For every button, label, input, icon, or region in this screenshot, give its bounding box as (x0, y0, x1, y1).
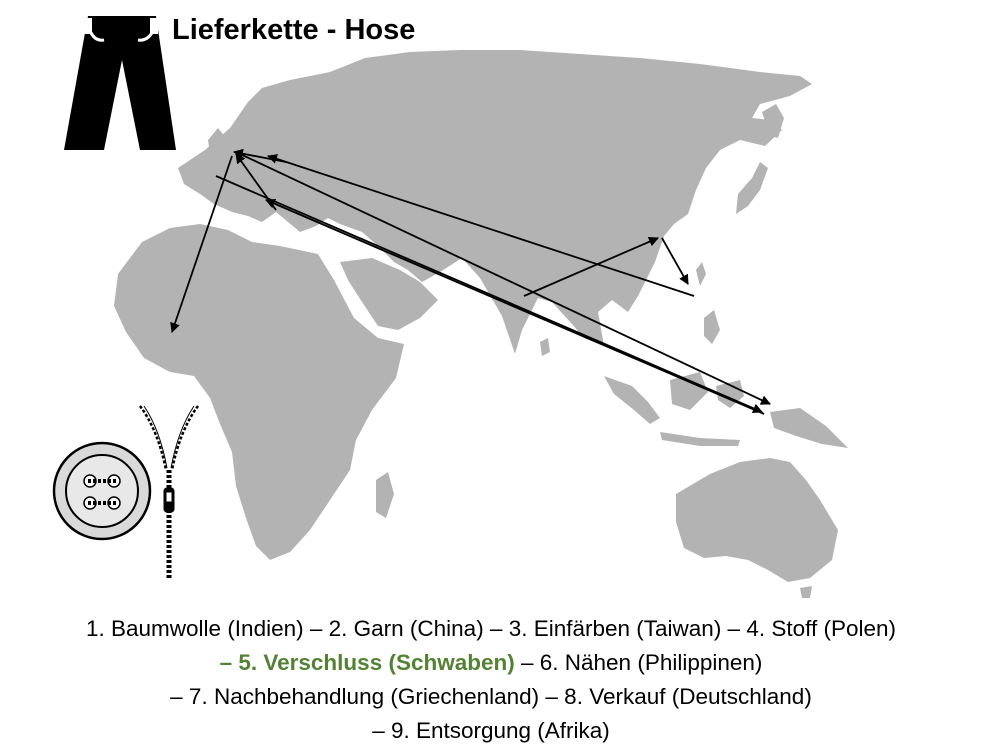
route-arrows (170, 148, 771, 415)
tasmania (800, 586, 812, 598)
trousers-icon (64, 16, 176, 150)
highlighted-step-verschluss: – 5. Verschluss (Schwaben) (219, 650, 515, 675)
new-guinea (770, 408, 848, 448)
arrow-philippines-to-greece (265, 198, 765, 415)
zipper-icon (138, 405, 200, 580)
australia (676, 458, 838, 582)
indonesia (604, 372, 744, 446)
arabian-peninsula (340, 258, 438, 330)
arrow-schwaben-to-philippines (235, 151, 771, 405)
steps-line-2: – 5. Verschluss (Schwaben) – 6. Nähen (P… (0, 646, 982, 680)
sri-lanka (540, 338, 550, 356)
steps-line-3: – 7. Nachbehandlung (Griechenland) – 8. … (170, 684, 812, 709)
page-title: Lieferkette - Hose (172, 14, 416, 46)
far-east-island (762, 104, 784, 138)
philippines (704, 310, 720, 344)
arrow-europe-to-philippines-extra (215, 175, 763, 414)
steps-line-2-rest: – 6. Nähen (Philippinen) (514, 650, 763, 675)
africa (114, 224, 404, 560)
world-map (114, 50, 848, 598)
arrow-greece-to-germany (235, 153, 277, 211)
madagascar (376, 472, 394, 518)
taiwan (696, 262, 706, 286)
eurasia-landmass (178, 50, 812, 354)
arrow-india-to-china (523, 236, 659, 297)
japan (736, 162, 768, 214)
steps-line-4: – 9. Entsorgung (Afrika) (372, 718, 610, 743)
british-isles (208, 128, 226, 154)
scandinavia (244, 86, 300, 142)
arrow-taiwan-to-poland (267, 154, 695, 297)
supply-chain-steps: 1. Baumwolle (Indien) – 2. Garn (China) … (0, 612, 982, 748)
button-icon (52, 441, 152, 541)
steps-line-1: 1. Baumwolle (Indien) – 2. Garn (China) … (86, 616, 896, 641)
arrow-china-to-taiwan (661, 237, 689, 285)
arrow-germany-to-africa (170, 155, 233, 333)
